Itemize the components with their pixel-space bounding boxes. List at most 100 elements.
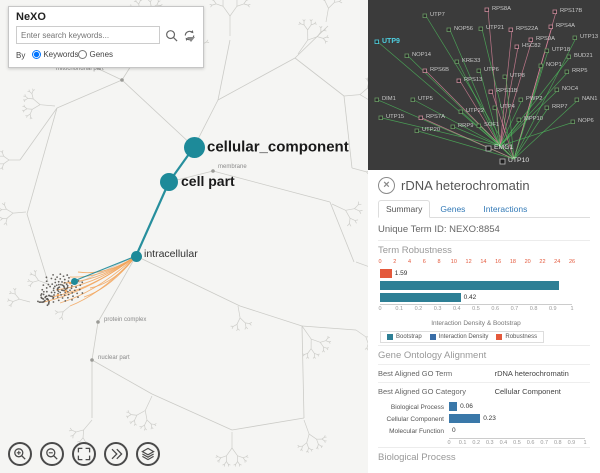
bar-row-bootstrap [380,280,584,291]
network-node-label[interactable]: UTP8 [510,73,525,79]
axis-tick: 0 [378,306,382,312]
layers-button[interactable] [136,442,160,466]
legend-swatch [429,334,436,340]
network-node-label[interactable]: UTP22 [466,108,485,114]
network-node-label[interactable]: UTP18 [552,47,571,53]
zoom-in-icon [12,446,28,462]
zoom-out-icon [44,446,60,462]
axis-tick: 0.3 [433,306,442,312]
network-node-label[interactable]: RPS17B [560,8,583,14]
axis-tick: 0.1 [395,306,404,312]
network-node-label[interactable]: UTP15 [386,114,405,120]
axis-tick: 0 [378,259,382,265]
search-mode-genes[interactable]: Genes [78,50,113,59]
network-node-label[interactable]: UTP4 [500,104,515,110]
graph-node-label[interactable]: mitochondrial part [56,66,104,72]
close-icon[interactable]: × [378,177,395,194]
network-node-label[interactable]: NOC4 [562,86,579,92]
tab-summary[interactable]: Summary [378,200,431,218]
tab-genes[interactable]: Genes [440,204,466,214]
alignment-bar-area: 0.23 [449,414,584,424]
network-node-label[interactable]: RRP5 [572,68,588,74]
network-node-label[interactable]: NOP56 [454,26,474,32]
network-node-label[interactable]: RPS9A [536,36,556,42]
axis-tick: 16 [495,259,502,265]
graph-node-label[interactable]: intracellular [144,248,198,260]
collapse-all-button[interactable] [104,442,128,466]
search-icon[interactable] [165,29,178,42]
caret-down-icon[interactable] [187,37,195,42]
axis-tick: 10 [450,259,457,265]
network-hub-label[interactable]: UTP10 [508,157,530,164]
network-node-label[interactable]: NOP14 [412,52,432,58]
axis-tick: 20 [524,259,531,265]
network-node-label[interactable]: RPS8A [492,6,512,12]
network-node-label[interactable]: UTP7 [430,12,445,18]
search-mode-keywords[interactable]: Keywords [32,50,78,59]
bar-value-label: 1.59 [394,270,408,277]
network-node-label[interactable]: NOP1 [546,62,562,68]
network-node-label[interactable]: KRE33 [462,58,481,64]
network-node-label[interactable]: DIM1 [382,96,396,102]
unique-term-id: Unique Term ID: NEXO:8854 [378,218,590,240]
network-node-label[interactable]: UTP5 [418,96,433,102]
network-node-label[interactable]: RPS22A [516,26,539,32]
tab-interactions[interactable]: Interactions [483,204,528,214]
zoom-out-button[interactable] [40,442,64,466]
axis-tick: 18 [509,259,516,265]
network-node-label[interactable]: BUD21 [574,53,593,59]
network-node-label[interactable]: PWP2 [526,96,543,102]
zoom-in-button[interactable] [8,442,32,466]
bar-row-interaction-density: 0.42 [380,292,584,303]
term-title: rDNA heterochromatin [401,178,530,193]
axis-tick: 0.8 [529,306,538,312]
search-mode-label: Keywords [43,50,79,59]
graph-toolbar [8,442,160,466]
network-node-label[interactable]: RPS4A [556,23,576,29]
network-node-label[interactable]: RRP7 [552,104,568,110]
network-node-label[interactable]: HSC82 [522,43,541,49]
alignment-category-label: Cellular Component [386,415,444,423]
bar-value-label: 0 [452,427,456,434]
fit-to-screen-button[interactable] [72,442,96,466]
network-node-label[interactable]: UTP13 [580,34,599,40]
network-node-label[interactable]: NOP6 [578,118,594,124]
network-node-label[interactable]: RPS7A [426,114,446,120]
network-node-label[interactable]: NAN1 [582,96,598,102]
go-row-value: Cellular Component [494,387,561,396]
search-input[interactable] [16,26,160,44]
network-node-label[interactable]: RPS11B [496,88,518,94]
network-node-label[interactable]: UTP6 [484,67,499,73]
bar [380,293,461,302]
layers-icon [140,446,156,462]
network-node-label[interactable]: SOF1 [484,122,500,128]
fit-to-screen-icon [76,446,92,462]
search-mode-radio[interactable] [78,50,88,59]
unique-term-id-value: NEXO:8854 [449,224,500,235]
network-node-label[interactable]: UTP21 [486,25,505,31]
network-node-label[interactable]: RRP9 [458,123,474,129]
graph-node-label[interactable]: nuclear part [98,355,130,361]
graph-node-label[interactable]: protein complex [104,317,147,323]
graph-node-label[interactable]: cellular_component [207,138,349,156]
network-node-label[interactable]: RPS6B [430,67,450,73]
network-node-label[interactable]: MPP10 [524,116,544,122]
network-node-label[interactable]: RPS13 [464,77,483,83]
interaction-network-panel[interactable]: UTP9 UTP7 RPS8A RPS17B NOP56 UTP21 RPS22A RPS4A… [368,0,600,170]
graph-node-label[interactable]: membrane [218,164,247,170]
search-mode-radio[interactable] [32,50,42,59]
legend-swatch [496,334,503,340]
network-node-label[interactable]: UTP20 [422,127,441,133]
graph-node-label[interactable]: cell part [181,173,235,189]
network-hub-label[interactable]: EMG1 [494,144,514,151]
go-row-label: Best Aligned GO Term [378,369,453,378]
network-node-label[interactable]: UTP9 [382,38,400,45]
